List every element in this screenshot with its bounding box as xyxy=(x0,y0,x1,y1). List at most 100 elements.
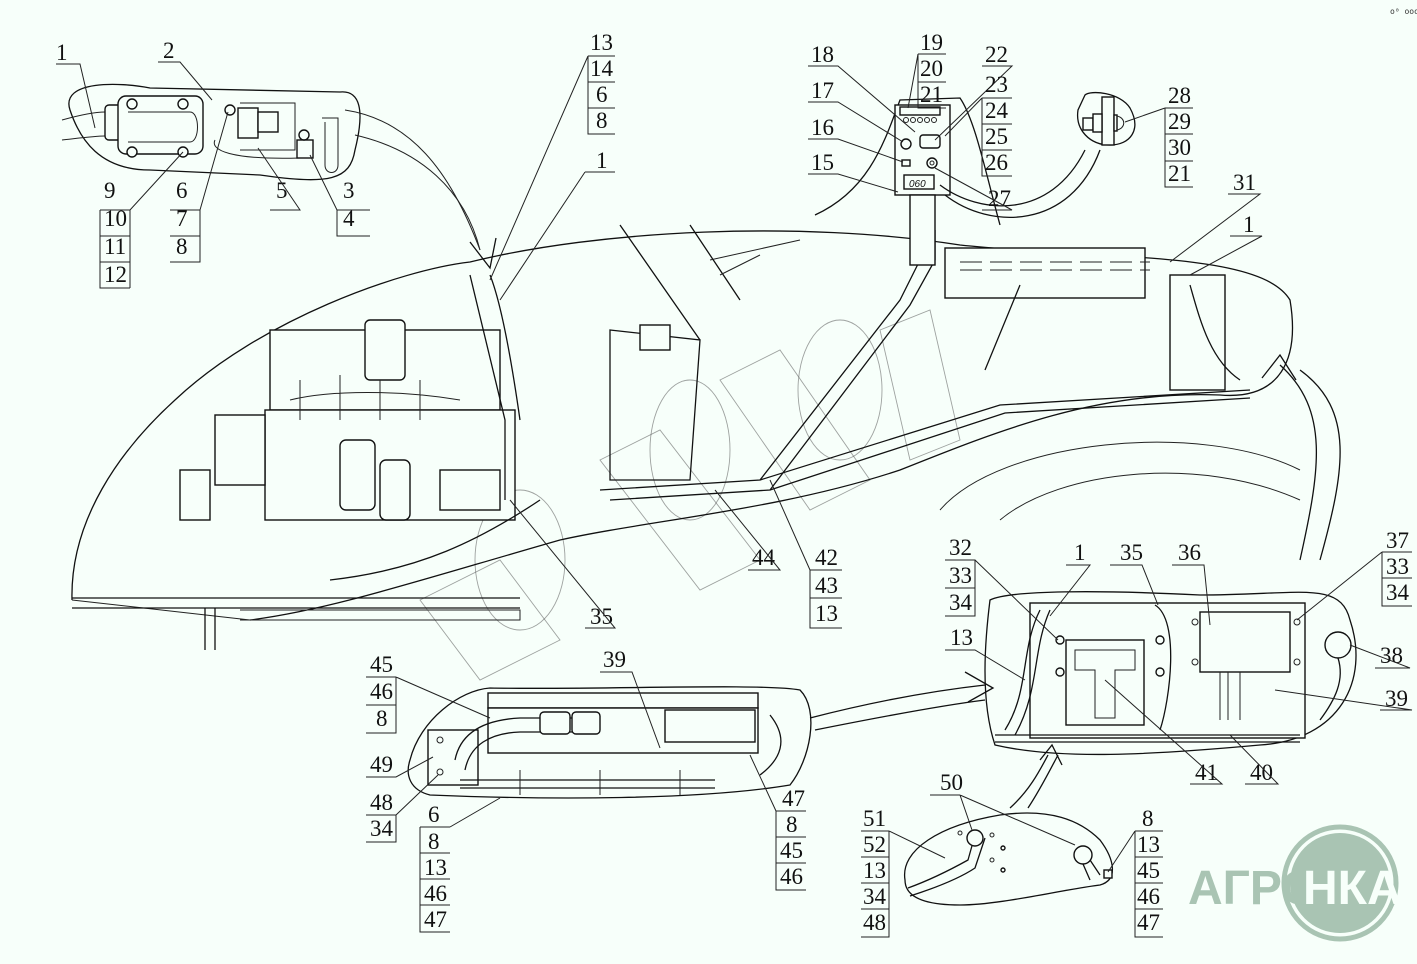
callout-16: 16 xyxy=(811,115,834,140)
callout-24: 24 xyxy=(985,98,1009,123)
main-tractor-view xyxy=(71,224,1341,650)
callouts-bolt-mount: 28 29 30 21 31 1 xyxy=(1124,83,1263,276)
callout-45: 45 xyxy=(370,652,393,677)
callout-38: 38 xyxy=(1380,643,1403,668)
callout-1d: 1 xyxy=(1074,540,1086,565)
callout-13f: 13 xyxy=(1137,832,1160,857)
callout-33b: 33 xyxy=(1386,554,1409,579)
callout-44: 44 xyxy=(752,545,776,570)
callout-35b: 35 xyxy=(1120,540,1143,565)
callout-13c: 13 xyxy=(950,625,973,650)
detail-control-panel: 060 xyxy=(814,97,1101,266)
callout-34c: 34 xyxy=(370,816,394,841)
callout-48b: 48 xyxy=(863,910,886,935)
callout-43: 43 xyxy=(815,573,838,598)
callout-13e: 13 xyxy=(863,858,886,883)
callout-8f: 8 xyxy=(1142,806,1154,831)
callout-28: 28 xyxy=(1168,83,1191,108)
callout-32: 32 xyxy=(949,535,972,560)
callout-8c: 8 xyxy=(376,706,388,731)
callout-12: 12 xyxy=(104,262,127,287)
callout-6b: 6 xyxy=(596,82,608,107)
callout-41: 41 xyxy=(1195,760,1218,785)
callout-1: 1 xyxy=(56,40,68,65)
detail-connector-socket xyxy=(61,83,497,270)
callout-1b: 1 xyxy=(596,148,608,173)
callout-51: 51 xyxy=(863,806,886,831)
callout-23: 23 xyxy=(985,72,1008,97)
callout-6c: 6 xyxy=(428,802,440,827)
callout-13b: 13 xyxy=(815,601,838,626)
callouts-lower-mount: 45 46 8 39 49 48 34 6 8 13 46 47 47 8 45… xyxy=(366,647,806,933)
callout-49: 49 xyxy=(370,752,393,777)
callout-47b: 47 xyxy=(782,786,805,811)
callout-6: 6 xyxy=(176,178,188,203)
callouts-bottom-plate: 50 51 52 13 34 48 8 13 45 46 47 xyxy=(861,770,1163,938)
callout-5: 5 xyxy=(276,178,288,203)
callout-47c: 47 xyxy=(1137,910,1160,935)
callout-8b: 8 xyxy=(596,108,608,133)
callout-48: 48 xyxy=(370,790,393,815)
callout-29: 29 xyxy=(1168,109,1191,134)
callout-1c: 1 xyxy=(1243,212,1255,237)
agronka-logo: АГРО НКА xyxy=(1188,824,1402,942)
callout-26: 26 xyxy=(985,150,1008,175)
callout-7: 7 xyxy=(176,206,188,231)
callouts-heater-box: 32 33 34 1 35 36 37 33 34 13 38 39 41 40 xyxy=(945,528,1413,785)
callout-13d: 13 xyxy=(424,855,447,880)
callout-8d: 8 xyxy=(428,829,440,854)
callout-3: 3 xyxy=(343,178,355,203)
detail-heater-box xyxy=(809,591,1357,809)
callout-46c: 46 xyxy=(780,864,803,889)
callout-46d: 46 xyxy=(1137,884,1160,909)
callout-9: 9 xyxy=(104,178,116,203)
callout-52: 52 xyxy=(863,832,886,857)
callout-10: 10 xyxy=(104,206,127,231)
callout-19: 19 xyxy=(920,30,943,55)
callout-18: 18 xyxy=(811,42,834,67)
callout-17: 17 xyxy=(811,78,834,103)
display-readout: 060 xyxy=(909,179,926,190)
callout-34: 34 xyxy=(949,590,973,615)
callout-21b: 21 xyxy=(1168,161,1191,186)
detail-bolt-mount xyxy=(1077,92,1136,146)
callout-8e: 8 xyxy=(786,812,798,837)
logo-text-left: АГРО xyxy=(1188,862,1319,915)
callout-33: 33 xyxy=(949,563,972,588)
callout-30: 30 xyxy=(1168,135,1191,160)
callout-45b: 45 xyxy=(780,838,803,863)
callout-47: 47 xyxy=(424,907,447,932)
callout-2: 2 xyxy=(163,38,175,63)
callout-15: 15 xyxy=(811,150,834,175)
callout-13: 13 xyxy=(590,30,613,55)
callout-36: 36 xyxy=(1178,540,1201,565)
callout-46: 46 xyxy=(370,679,393,704)
logo-text-right: НКА xyxy=(1303,862,1402,915)
callout-14: 14 xyxy=(590,56,614,81)
callout-4: 4 xyxy=(343,206,355,231)
detail-lower-mount xyxy=(407,686,812,799)
callout-22: 22 xyxy=(985,42,1008,67)
callout-46b: 46 xyxy=(424,881,447,906)
callout-27: 27 xyxy=(988,186,1011,211)
callout-40: 40 xyxy=(1250,760,1273,785)
callout-50: 50 xyxy=(940,770,963,795)
callout-31: 31 xyxy=(1233,170,1256,195)
callouts-main: 13 14 6 8 1 44 42 43 13 35 xyxy=(489,30,842,629)
callout-35: 35 xyxy=(590,604,613,629)
callouts-control-panel: 18 17 16 15 19 20 21 22 23 24 25 26 27 xyxy=(808,30,1014,211)
callout-21: 21 xyxy=(920,82,943,107)
callout-34b: 34 xyxy=(1386,580,1410,605)
callout-45c: 45 xyxy=(1137,858,1160,883)
corner-mark: o⁰ ooo xyxy=(1390,7,1417,16)
callout-34d: 34 xyxy=(863,884,887,909)
callout-25: 25 xyxy=(985,124,1008,149)
callouts-detail-1: 1 2 9 10 11 12 6 7 8 5 3 4 xyxy=(56,38,370,289)
callout-8: 8 xyxy=(176,234,188,259)
detail-bottom-plate xyxy=(904,812,1114,906)
callout-39b: 39 xyxy=(603,647,626,672)
callout-11: 11 xyxy=(104,234,126,259)
callout-20: 20 xyxy=(920,56,943,81)
callout-37: 37 xyxy=(1386,528,1409,553)
